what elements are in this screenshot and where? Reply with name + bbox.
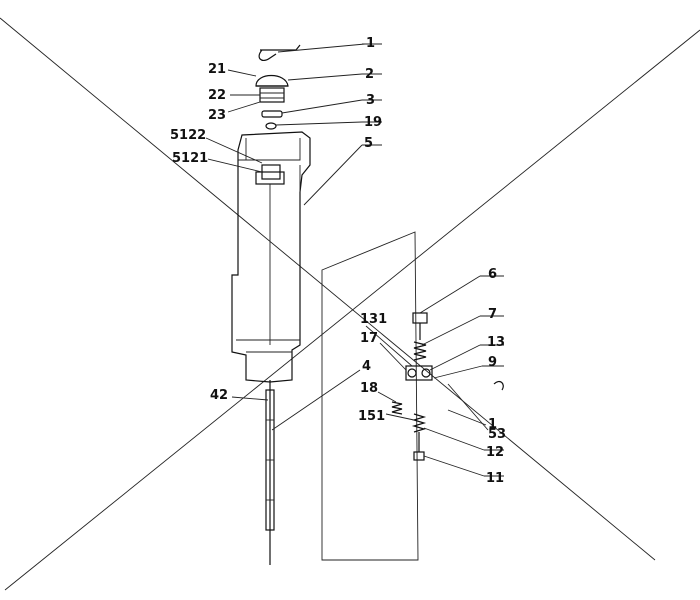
part-22 [259,87,285,103]
label-131: 131 [360,312,387,327]
part-19 [265,122,277,130]
label-13: 13 [487,335,505,350]
part-11 [413,451,425,461]
main-body [231,131,311,383]
label-5121: 5121 [172,151,208,166]
label-3: 3 [366,93,375,108]
part-6 [412,312,428,324]
cross-line-1 [0,17,656,561]
cross-line-2 [4,29,700,591]
part-7-spring [413,341,427,361]
label-5: 5 [364,136,373,151]
panel [321,231,419,561]
label-1: 1 [366,36,375,51]
part-1 [258,44,301,62]
label-22: 22 [208,88,226,103]
part-18 [391,401,403,415]
label-21: 21 [208,62,226,77]
part-12-spring [411,413,427,433]
body-outline [231,131,311,383]
label-2: 2 [365,67,374,82]
panel-outline [321,231,419,561]
label-17: 17 [360,331,378,346]
label-11: 11 [486,471,504,486]
label-7: 7 [488,307,497,322]
valve-parts [391,312,504,461]
label-53: 53 [488,427,506,442]
label-9: 9 [488,355,497,370]
label-23: 23 [208,108,226,123]
top-cap-parts [255,44,301,130]
lower-rod [265,380,275,565]
label-12: 12 [486,445,504,460]
cross-lines [0,17,700,591]
label-151: 151 [358,409,385,424]
label-4: 4 [362,359,371,374]
leader-lines [205,43,504,477]
label-18: 18 [360,381,378,396]
part-labels: 1 21 2 22 3 23 19 5122 5 5121 6 131 7 17… [170,36,506,486]
part-2-dome [255,74,289,87]
label-42: 42 [210,388,228,403]
part-9 [493,380,504,391]
part-13 [405,365,433,381]
part-3-ring [261,110,283,118]
label-6: 6 [488,267,497,282]
label-19: 19 [364,115,382,130]
label-1-lower: 1 [488,417,497,432]
label-5122: 5122 [170,128,206,143]
